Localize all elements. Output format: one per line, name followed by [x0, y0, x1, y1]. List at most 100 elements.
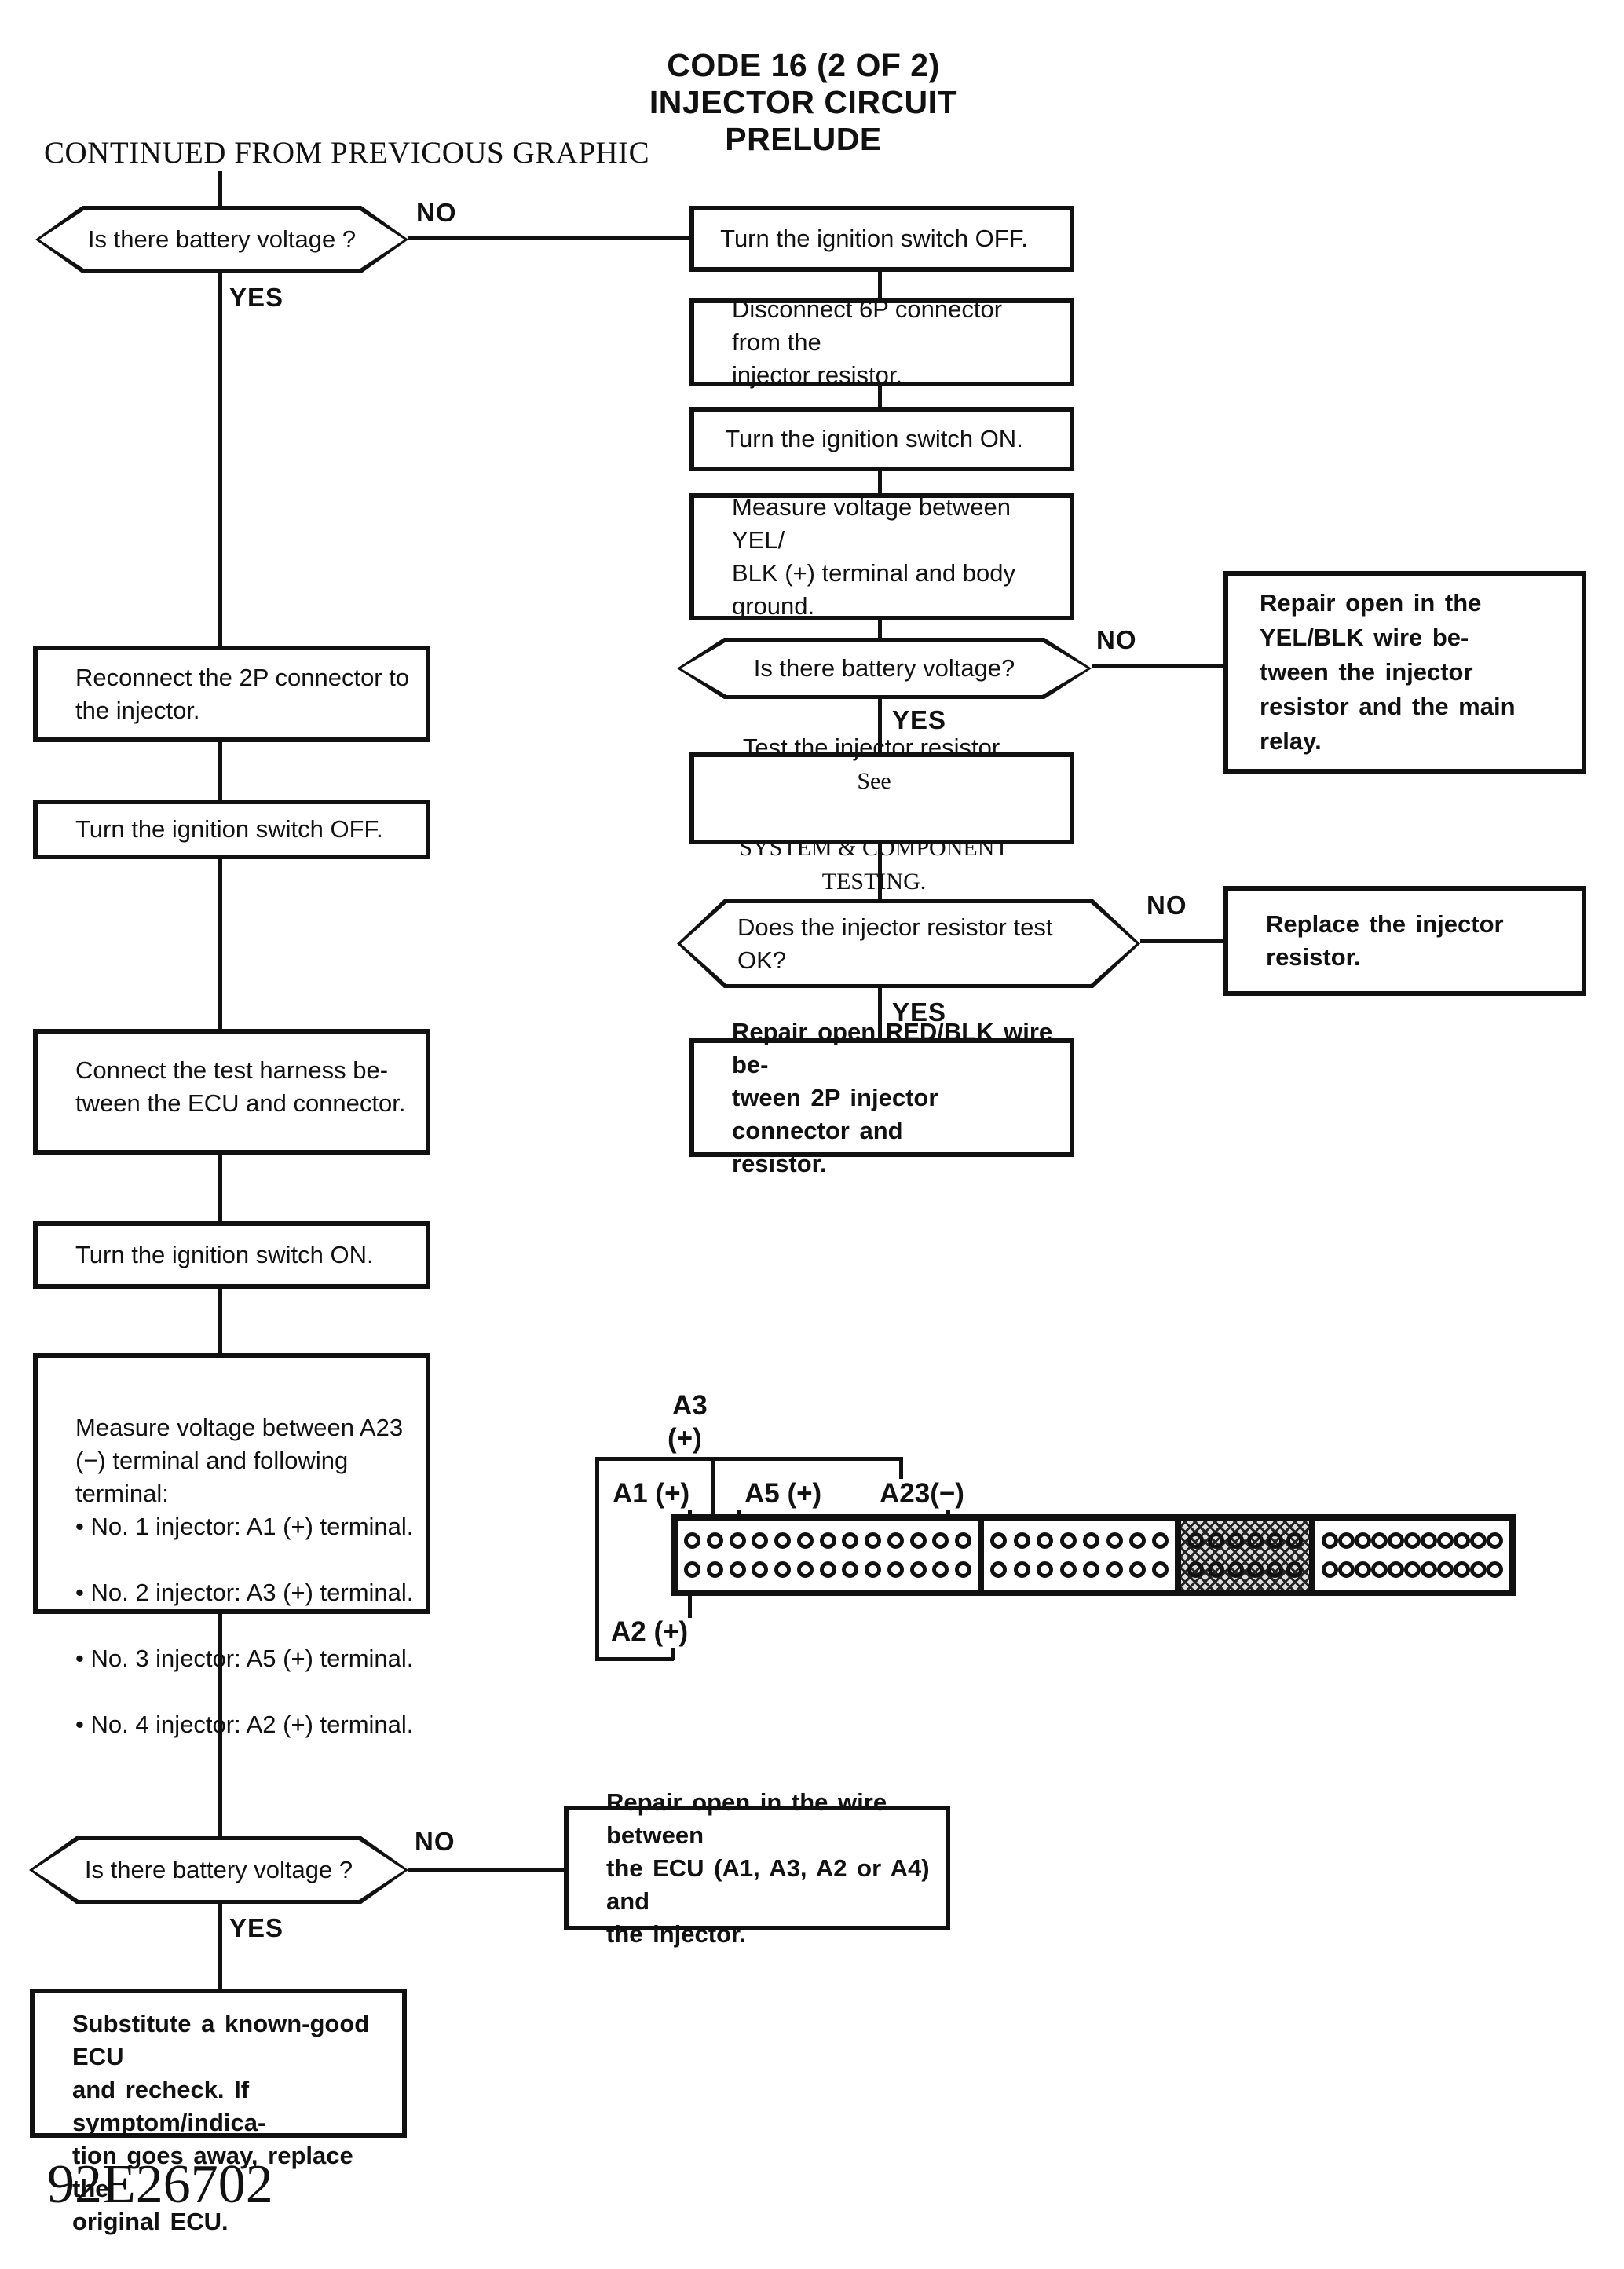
process-test-injector-resistor: Test the injector resistor. See SYSTEM &…	[689, 734, 1074, 895]
connector-pin	[1152, 1532, 1169, 1550]
flow-line	[218, 171, 222, 207]
connector-pin	[1437, 1561, 1454, 1578]
branch-no-label: NO	[1096, 625, 1137, 654]
system-component-testing-text: SYSTEM & COMPONENT TESTING.	[739, 835, 1009, 895]
connector-pin	[1355, 1532, 1371, 1550]
branch-no-label: NO	[1147, 891, 1187, 920]
connector-pin	[1246, 1561, 1264, 1578]
decision-battery-voltage-bottom: Is there battery voltage ?	[29, 1836, 408, 1904]
connector-pin	[955, 1561, 972, 1578]
connector-pin	[796, 1532, 814, 1550]
process-ignition-on-left: Turn the ignition switch ON.	[33, 1221, 430, 1289]
page-title: CODE 16 (2 OF 2) INJECTOR CIRCUIT PRELUD…	[599, 47, 1008, 158]
connector-pin	[1129, 1532, 1147, 1550]
process-text: Turn the ignition switch OFF.	[75, 815, 383, 843]
branch-yes-label: YES	[229, 1913, 284, 1942]
connector-pin	[887, 1561, 904, 1578]
connector-pin-row	[1187, 1561, 1303, 1578]
process-text: Test the injector resistor. See SYSTEM &…	[694, 698, 1070, 898]
flow-line	[218, 272, 222, 647]
title-line-2: INJECTOR CIRCUIT	[649, 84, 958, 120]
branch-no-label: NO	[415, 1827, 455, 1856]
terminal-label-a5: A5 (+)	[744, 1478, 822, 1509]
connector-pin	[1371, 1561, 1388, 1578]
connector-pin	[1059, 1561, 1077, 1578]
measure-bullet-1: • No. 1 injector: A1 (+) terminal.	[75, 1513, 414, 1540]
flow-line	[878, 986, 882, 1040]
connector-pin-row	[684, 1561, 972, 1578]
connector-pin	[932, 1561, 949, 1578]
connector-pin	[1266, 1561, 1283, 1578]
connector-pin	[990, 1561, 1008, 1578]
flow-line	[218, 856, 222, 1030]
process-text: Measure voltage between YEL/ BLK (+) ter…	[732, 493, 1015, 620]
connector-pin	[1106, 1561, 1123, 1578]
process-repair-ecu-wire: Repair open in the wire between the ECU …	[564, 1788, 950, 1948]
connector-pin	[909, 1532, 927, 1550]
connector-pin-row	[1322, 1532, 1503, 1550]
connector-pin	[1487, 1532, 1503, 1550]
flow-line	[218, 1286, 222, 1355]
decision-text: Is there battery voltage?	[753, 654, 1015, 682]
flow-line-no-4	[408, 1868, 564, 1872]
connector-pin	[1421, 1532, 1437, 1550]
connector-pin	[1322, 1532, 1338, 1550]
connector-pin	[1037, 1561, 1054, 1578]
test-resistor-text: Test the injector resistor.	[742, 734, 1006, 761]
connector-section-1	[678, 1521, 985, 1590]
connector-pin	[1437, 1532, 1454, 1550]
flow-line	[878, 471, 882, 495]
process-text: Turn the ignition switch OFF.	[720, 225, 1028, 252]
connector-pin	[1286, 1532, 1303, 1550]
connector-pin	[1322, 1561, 1338, 1578]
decision-text: Is there battery voltage ?	[84, 1856, 353, 1883]
connector-pin	[706, 1532, 723, 1550]
connector-pin	[1286, 1561, 1303, 1578]
branch-yes-label: YES	[229, 283, 284, 312]
process-disconnect-6p-connector: Disconnect 6P connector from the injecto…	[689, 295, 1074, 389]
process-ignition-on-right: Turn the ignition switch ON.	[689, 407, 1074, 471]
process-text: Repair open in the wire between the ECU …	[606, 1788, 930, 1948]
process-repair-redblk-wire: Repair open RED/BLK wire be- tween 2P in…	[689, 1018, 1074, 1177]
connector-section-3	[1181, 1521, 1315, 1590]
connector-pin	[752, 1561, 769, 1578]
connector-pin	[1470, 1532, 1487, 1550]
connector-pin	[1187, 1532, 1205, 1550]
connector-pin	[1454, 1532, 1470, 1550]
connector-pin	[842, 1561, 859, 1578]
a23-bracket-stub	[899, 1457, 903, 1479]
decision-text: Does the injector resistor test OK?	[737, 913, 1053, 974]
connector-pin-row	[990, 1561, 1169, 1578]
connector-pin	[1454, 1561, 1470, 1578]
connector-pin-row	[684, 1532, 972, 1550]
process-connect-test-harness: Connect the test harness be- tween the E…	[33, 1029, 430, 1155]
process-repair-yelblk-wire: Repair open in the YEL/BLK wire be- twee…	[1223, 571, 1586, 774]
connector-pin	[1207, 1532, 1224, 1550]
connector-pin	[774, 1561, 792, 1578]
connector-pin	[865, 1561, 882, 1578]
connector-pin	[1013, 1561, 1030, 1578]
connector-pin	[1404, 1532, 1421, 1550]
continued-from-label: CONTINUED FROM PREVICOUS GRAPHIC	[44, 136, 650, 170]
process-text: Reconnect the 2P connector to the inject…	[75, 663, 410, 724]
connector-pin	[1227, 1561, 1244, 1578]
connector-pin	[1083, 1532, 1100, 1550]
terminal-label-a3-sign: (+)	[668, 1423, 702, 1454]
connector-pin	[796, 1561, 814, 1578]
connector-section-2	[984, 1521, 1182, 1590]
connector-pin	[1371, 1532, 1388, 1550]
decision-battery-voltage-top: Is there battery voltage ?	[35, 206, 408, 273]
connector-pin-row	[1187, 1532, 1303, 1550]
decision-battery-voltage-right: Is there battery voltage?	[677, 638, 1092, 699]
document-code: 92E26702	[47, 2154, 273, 2215]
connector-body	[671, 1514, 1516, 1596]
process-ignition-off-left: Turn the ignition switch OFF.	[33, 800, 430, 859]
process-text: Repair open in the YEL/BLK wire be- twee…	[1260, 589, 1516, 755]
terminal-label-a3: A3	[672, 1390, 708, 1421]
connector-pin	[1187, 1561, 1205, 1578]
a2-pin-leader	[688, 1579, 692, 1618]
connector-pin	[842, 1532, 859, 1550]
measure-box-content: Measure voltage between A23 (−) terminal…	[38, 1358, 421, 1774]
process-substitute-ecu: Substitute a known-good ECU and recheck.…	[30, 1989, 407, 2235]
branch-yes-label: YES	[892, 705, 947, 734]
